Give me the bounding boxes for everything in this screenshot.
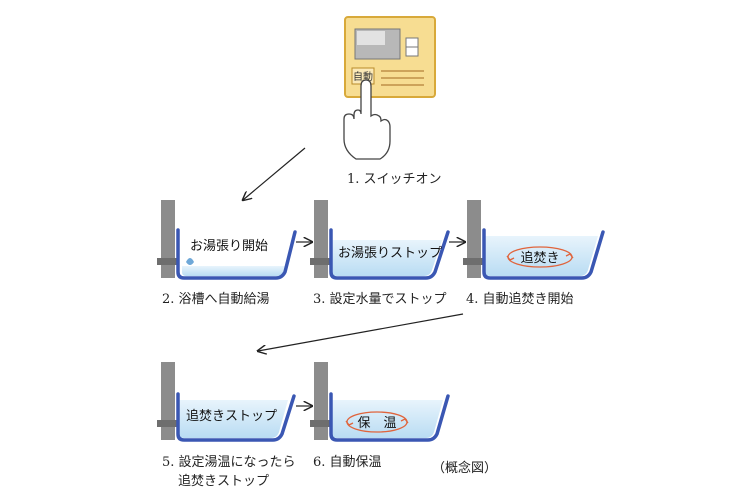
step-4-tub-text: 追焚き xyxy=(520,250,559,266)
step-3-tub-text: お湯張りストップ xyxy=(338,246,442,261)
flow-arrow-1 xyxy=(243,147,306,200)
step-4-label: 4. 自動追焚き開始 xyxy=(466,291,574,307)
step-2-tub-text: お湯張り開始 xyxy=(190,239,268,254)
step-6-bathtub: 保 温 xyxy=(310,362,450,442)
step-6-tub-text: 保 温 xyxy=(357,416,396,431)
step-5-bathtub: 追焚きストップ xyxy=(157,362,296,442)
step-2-bathtub: お湯張り開始 xyxy=(157,200,297,280)
step-5-tub-text: 追焚きストップ xyxy=(186,408,277,424)
flow-arrow-4 xyxy=(258,313,464,351)
step-6-label: 6. 自動保温 xyxy=(313,455,382,470)
diagram-caption: （概念図） xyxy=(432,460,497,476)
pointing-hand-icon xyxy=(343,79,391,160)
step-3-bathtub: お湯張りストップ xyxy=(310,200,450,280)
remote-control-panel: 自動 xyxy=(344,16,436,98)
step-1-label: 1. スイッチオン xyxy=(347,172,442,187)
step-4-bathtub: 追焚き xyxy=(463,200,605,280)
step-3-label: 3. 設定水量でストップ xyxy=(313,291,447,307)
step-5-label: 5. 設定湯温になったら xyxy=(162,454,296,470)
step-2-label: 2. 浴槽へ自動給湯 xyxy=(162,292,270,307)
step-5-label-line2: 追焚きストップ xyxy=(178,473,269,489)
